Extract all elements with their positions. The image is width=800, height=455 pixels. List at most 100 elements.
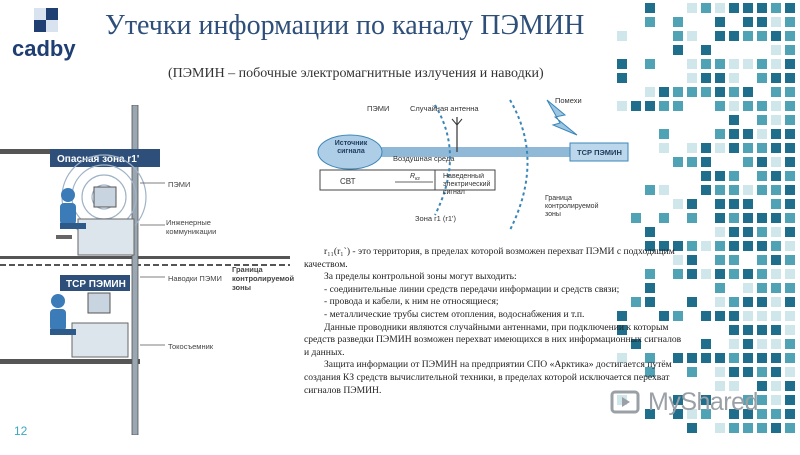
mosaic-tile xyxy=(729,381,739,391)
mosaic-tile xyxy=(757,213,767,223)
definition-prefix: r xyxy=(324,246,328,257)
mosaic-tile xyxy=(659,101,669,111)
mosaic-tile xyxy=(673,353,683,363)
mosaic-tile xyxy=(617,325,627,335)
mosaic-tile xyxy=(729,311,739,321)
mosaic-tile xyxy=(729,59,739,69)
mosaic-tile xyxy=(743,31,753,41)
mosaic-tile xyxy=(729,213,739,223)
mosaic-tile xyxy=(757,171,767,181)
mosaic-tile xyxy=(687,423,697,433)
mosaic-tile xyxy=(743,185,753,195)
mosaic-tile xyxy=(771,283,781,293)
pemi-induction-label: Наводки ПЭМИ xyxy=(168,274,222,283)
mosaic-tile xyxy=(645,59,655,69)
mosaic-tile xyxy=(729,87,739,97)
mosaic-tile xyxy=(687,73,697,83)
mosaic-tile xyxy=(617,353,627,363)
mosaic-tile xyxy=(771,73,781,83)
mosaic-tile xyxy=(743,423,753,433)
mosaic-tile xyxy=(785,423,795,433)
mosaic-tile xyxy=(659,213,669,223)
mosaic-tile xyxy=(673,241,683,251)
mosaic-tile xyxy=(729,409,739,419)
mosaic-tile xyxy=(729,339,739,349)
mosaic-tile xyxy=(715,73,725,83)
mosaic-tile xyxy=(785,325,795,335)
mosaic-tile xyxy=(785,171,795,181)
mosaic-tile xyxy=(673,17,683,27)
mosaic-tile xyxy=(729,227,739,237)
mosaic-tile xyxy=(785,59,795,69)
mosaic-tile xyxy=(771,213,781,223)
mosaic-tile xyxy=(729,241,739,251)
mosaic-tile xyxy=(785,367,795,377)
mosaic-tile xyxy=(687,367,697,377)
mosaic-tile xyxy=(701,311,711,321)
mosaic-tile xyxy=(701,143,711,153)
mosaic-tile xyxy=(687,269,697,279)
mosaic-tile xyxy=(715,283,725,293)
mosaic-tile xyxy=(701,45,711,55)
watermark-icon xyxy=(608,386,768,420)
mosaic-tile xyxy=(617,311,627,321)
antennas-paragraph: Данные проводники являются случайными ан… xyxy=(304,321,682,358)
mosaic-tile xyxy=(743,129,753,139)
mosaic-tile xyxy=(673,269,683,279)
mosaic-tile xyxy=(645,367,655,377)
mosaic-tile xyxy=(617,59,627,69)
mosaic-tile xyxy=(743,87,753,97)
mosaic-tile xyxy=(771,367,781,377)
mosaic-tile xyxy=(729,325,739,335)
pemi-label-left: ПЭМИ xyxy=(168,180,190,189)
mosaic-tile xyxy=(743,199,753,209)
mosaic-tile xyxy=(785,3,795,13)
mosaic-tile xyxy=(785,213,795,223)
mosaic-tile xyxy=(743,269,753,279)
mosaic-tile xyxy=(757,269,767,279)
mosaic-tile xyxy=(617,31,627,41)
mosaic-tile xyxy=(771,59,781,69)
left-building-diagram: Опасная зона r1' ТСР ПЭМИН ПЭМИ xyxy=(0,104,310,436)
mosaic-tile xyxy=(757,423,767,433)
mosaic-tile xyxy=(687,143,697,153)
mosaic-tile xyxy=(771,143,781,153)
mosaic-tile xyxy=(743,297,753,307)
mosaic-tile xyxy=(701,185,711,195)
mosaic-tile xyxy=(771,297,781,307)
mosaic-tile xyxy=(715,3,725,13)
protection-paragraph: Защита информации от ПЭМИН на предприяти… xyxy=(304,359,672,396)
mosaic-tile xyxy=(757,59,767,69)
tcp-label-left: ТСР ПЭМИН xyxy=(66,279,126,290)
mosaic-tile xyxy=(785,199,795,209)
r-sub-label: кз xyxy=(415,176,420,182)
mosaic-tile xyxy=(771,409,781,419)
mosaic-tile xyxy=(701,59,711,69)
mosaic-tile xyxy=(757,31,767,41)
induced-signal-label: Наведенный электрический сигнал xyxy=(443,173,491,196)
page-subtitle: (ПЭМИН – побочные электромагнитные излуч… xyxy=(168,66,544,81)
mosaic-tile xyxy=(729,297,739,307)
mosaic-tile xyxy=(715,59,725,69)
mosaic-tile xyxy=(715,143,725,153)
mosaic-tile xyxy=(715,87,725,97)
mosaic-tile xyxy=(757,283,767,293)
interference-label: Помехи xyxy=(555,96,582,105)
mosaic-tile xyxy=(785,157,795,167)
mosaic-tile xyxy=(701,353,711,363)
mosaic-tile xyxy=(785,409,795,419)
mosaic-tile xyxy=(743,143,753,153)
mosaic-tile xyxy=(715,423,725,433)
mosaic-tile xyxy=(743,283,753,293)
mosaic-tile xyxy=(771,129,781,139)
mosaic-tile xyxy=(645,241,655,251)
mosaic-tile xyxy=(673,101,683,111)
mosaic-tile xyxy=(715,241,725,251)
mosaic-tile xyxy=(645,185,655,195)
mosaic-tile xyxy=(687,157,697,167)
mosaic-tile xyxy=(771,395,781,405)
mosaic-tile xyxy=(771,353,781,363)
mosaic-tile xyxy=(687,297,697,307)
mosaic-tile xyxy=(743,3,753,13)
mosaic-tile xyxy=(743,213,753,223)
